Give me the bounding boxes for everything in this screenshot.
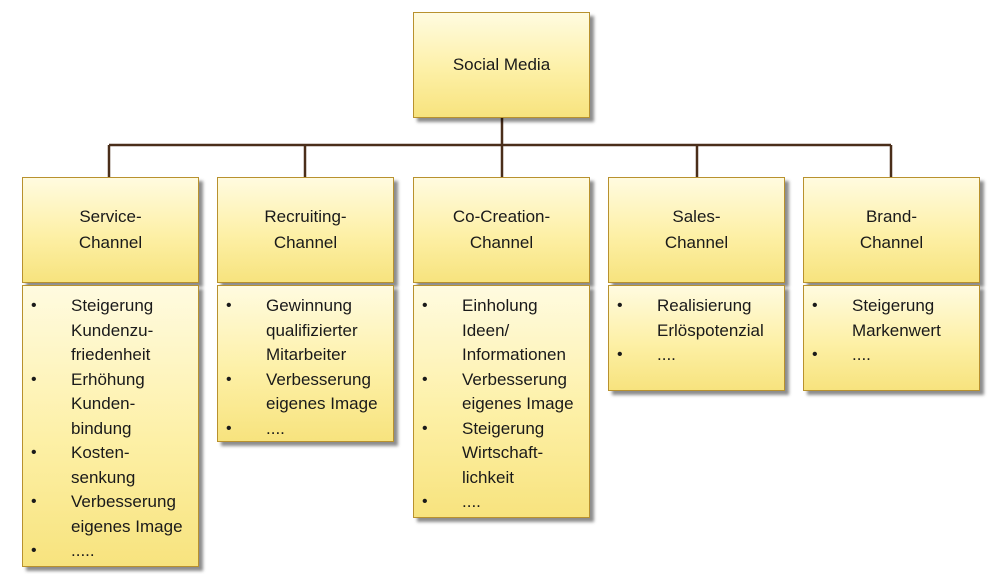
root-node: Social Media — [413, 12, 590, 118]
bullet-item: ..... — [23, 539, 192, 564]
bullet-text-line: Markenwert — [852, 320, 941, 340]
bullet-item: .... — [218, 417, 387, 442]
bullet-item: .... — [609, 343, 778, 368]
bullet-text-line: Mitarbeiter — [266, 345, 347, 364]
channel-title-line: Brand- — [865, 207, 917, 226]
bullet-text-line: Gewinnung — [266, 296, 353, 315]
bullet-item: .... — [804, 343, 973, 368]
bullet-text-line: Informationen — [462, 345, 566, 364]
sales-channel-header: Sales- Channel — [608, 177, 785, 283]
brand-channel-body: SteigerungMarkenwert.... — [803, 285, 980, 391]
bullet-text-line: Einholung — [462, 296, 538, 315]
service-channel-body: SteigerungKundenzu-friedenheitErhöhungKu… — [22, 285, 199, 567]
bullet-text-line: eigenes Image — [266, 394, 378, 413]
co-creation-channel-header: Co-Creation- Channel — [413, 177, 590, 283]
channel-title-line: Channel — [469, 233, 534, 252]
bullet-text-line: Realisierung — [657, 296, 752, 315]
bullet-text-line: Verbesserung — [266, 369, 371, 389]
bullet-list: SteigerungKundenzu-friedenheitErhöhungKu… — [23, 286, 198, 564]
channel-title-line: Channel — [273, 233, 338, 252]
bullet-list: EinholungIdeen/InformationenVerbesserung… — [414, 286, 589, 515]
recruiting-channel-header: Recruiting- Channel — [217, 177, 394, 283]
root-node-label: Social Media — [452, 55, 551, 74]
channel-title-line: Channel — [78, 233, 143, 252]
bullet-text-line: Kunden- — [71, 394, 136, 413]
bullet-text-line: Verbesserung — [462, 369, 567, 389]
bullet-text-line: Steigerung — [852, 296, 935, 315]
bullet-text-line: Ideen/ — [462, 320, 510, 340]
bullet-text-line: Kosten- — [71, 443, 130, 462]
bullet-text-line: bindung — [71, 418, 132, 438]
bullet-text-line: eigenes Image — [71, 516, 183, 536]
bullet-text-line: .... — [657, 345, 676, 364]
bullet-item: Verbesserung eigenes Image — [218, 368, 387, 417]
brand-channel-header: Brand- Channel — [803, 177, 980, 283]
bullet-text-line: lichkeit — [462, 467, 514, 487]
channel-title-line: Service- — [79, 207, 142, 226]
bullet-text-line: .... — [266, 418, 285, 438]
bullet-item: .... — [414, 490, 583, 515]
bullet-item: Verbesserung eigenes Image — [23, 490, 192, 539]
bullet-text-line: Wirtschaft- — [462, 443, 544, 462]
channel-title-line: Channel — [664, 233, 729, 252]
bullet-text-line: Steigerung — [462, 418, 545, 438]
co-creation-channel-body: EinholungIdeen/InformationenVerbesserung… — [413, 285, 590, 518]
bullet-text-line: senkung — [71, 467, 136, 487]
bullet-text-line: .... — [852, 345, 871, 364]
sales-channel-body: RealisierungErlöspotenzial.... — [608, 285, 785, 391]
bullet-item: Verbesserung eigenes Image — [414, 368, 583, 417]
bullet-list: RealisierungErlöspotenzial.... — [609, 286, 784, 368]
recruiting-channel-body: Gewinnung qualifizierterMitarbeiterVerbes… — [217, 285, 394, 442]
channel-title-line: Sales- — [672, 207, 721, 226]
bullet-text-line: .... — [462, 492, 481, 511]
bullet-text-line: eigenes Image — [462, 394, 574, 413]
bullet-list: SteigerungMarkenwert.... — [804, 286, 979, 368]
bullet-text-line: ..... — [71, 541, 95, 560]
bullet-text-line: Steigerung — [71, 296, 154, 315]
bullet-text-line: Verbesserung — [71, 492, 176, 511]
bullet-text-line: qualifizierter — [266, 320, 358, 340]
channel-title-line: Co-Creation- — [452, 207, 551, 226]
channel-title-line: Recruiting- — [264, 207, 347, 226]
bullet-text-line: Kundenzu- — [71, 320, 154, 340]
service-channel-header: Service- Channel — [22, 177, 199, 283]
bullet-list: Gewinnung qualifizierterMitarbeiterVerbes… — [218, 286, 393, 441]
bullet-text-line: Erlöspotenzial — [657, 320, 764, 340]
bullet-item: Kosten-senkung — [23, 441, 192, 490]
channel-title-line: Channel — [859, 233, 924, 252]
bullet-text-line: Erhöhung — [71, 369, 145, 389]
bullet-text-line: friedenheit — [71, 345, 151, 364]
